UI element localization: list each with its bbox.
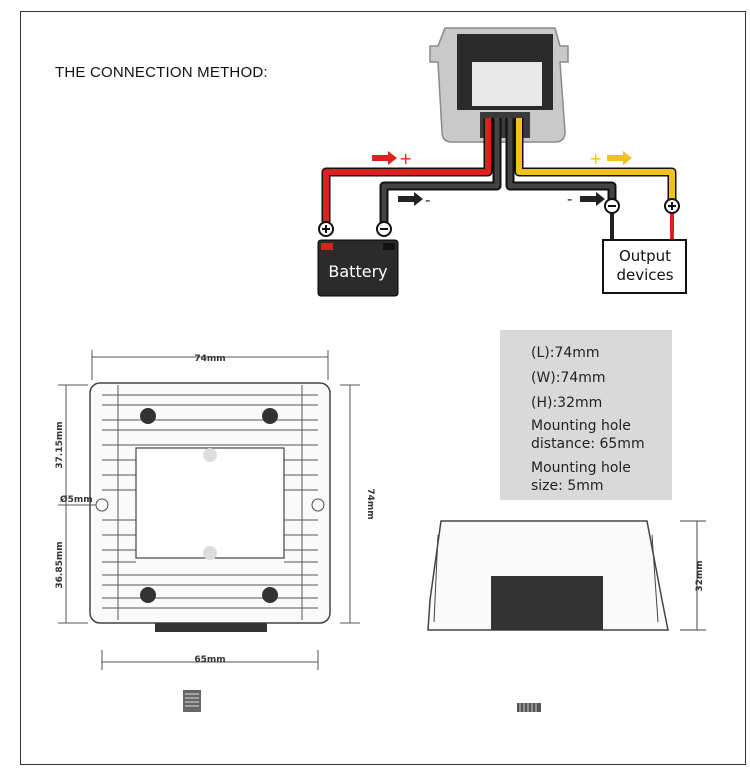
side-view-drawing xyxy=(427,520,706,631)
dim-top-width: 74mm xyxy=(194,354,225,364)
page-title: THE CONNECTION METHOD: xyxy=(55,64,268,81)
spec-hole-distance-line2: distance: 65mm xyxy=(531,436,645,452)
spec-width: (W):74mm xyxy=(531,370,606,386)
dim-lower-offset: 36.85mm xyxy=(55,541,65,588)
dim-hole-diameter: Ø5mm xyxy=(60,494,93,505)
plus-sign-red: + xyxy=(399,149,412,168)
dim-right-height: 74mm xyxy=(365,488,375,519)
side-view-thumbnail-icon xyxy=(517,703,541,712)
top-view-drawing xyxy=(58,350,360,670)
spec-hole-distance-line1: Mounting hole xyxy=(531,418,631,434)
specs-panel xyxy=(500,330,672,500)
spec-hole-size-line1: Mounting hole xyxy=(531,460,631,476)
top-view-thumbnail-icon xyxy=(183,690,201,712)
output-device: Output devices xyxy=(602,239,687,294)
battery: Battery xyxy=(317,239,399,297)
black-arrow-right-icon xyxy=(580,192,605,206)
dim-hole-distance: 65mm xyxy=(194,655,225,665)
output-label-line2: devices xyxy=(616,266,673,284)
output-label-line1: Output xyxy=(619,247,671,265)
wiring xyxy=(321,118,677,240)
spec-height: (H):32mm xyxy=(531,395,603,411)
minus-sign-right: - xyxy=(567,190,572,208)
dim-upper-offset: 37.15mm xyxy=(55,421,65,468)
spec-length: (L):74mm xyxy=(531,345,600,361)
yellow-arrow-icon xyxy=(607,151,632,165)
plus-sign-yellow: + xyxy=(589,149,602,168)
red-arrow-icon xyxy=(372,151,397,165)
diagram-frame xyxy=(20,11,746,765)
black-arrow-left-icon xyxy=(398,192,423,206)
spec-hole-size-line2: size: 5mm xyxy=(531,478,604,494)
polarity-arrows xyxy=(372,151,632,206)
dim-side-height: 32mm xyxy=(695,560,705,591)
battery-label: Battery xyxy=(328,262,387,281)
terminals xyxy=(318,198,680,237)
minus-sign-left: - xyxy=(425,191,430,209)
